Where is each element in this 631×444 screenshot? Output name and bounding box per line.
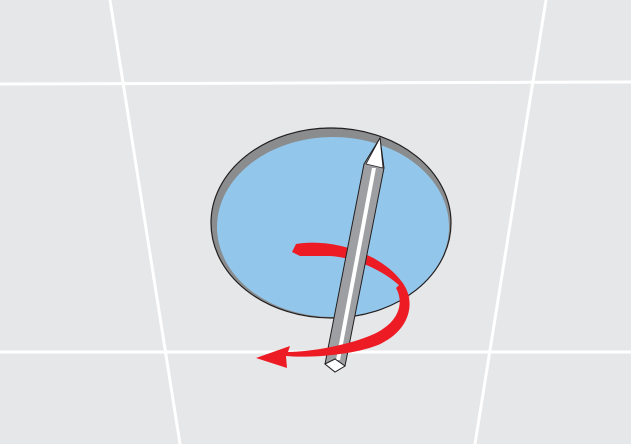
cutout-hole	[217, 137, 449, 317]
grid-line-horizontal-top	[0, 82, 631, 84]
circle-hole-icon	[211, 128, 451, 318]
